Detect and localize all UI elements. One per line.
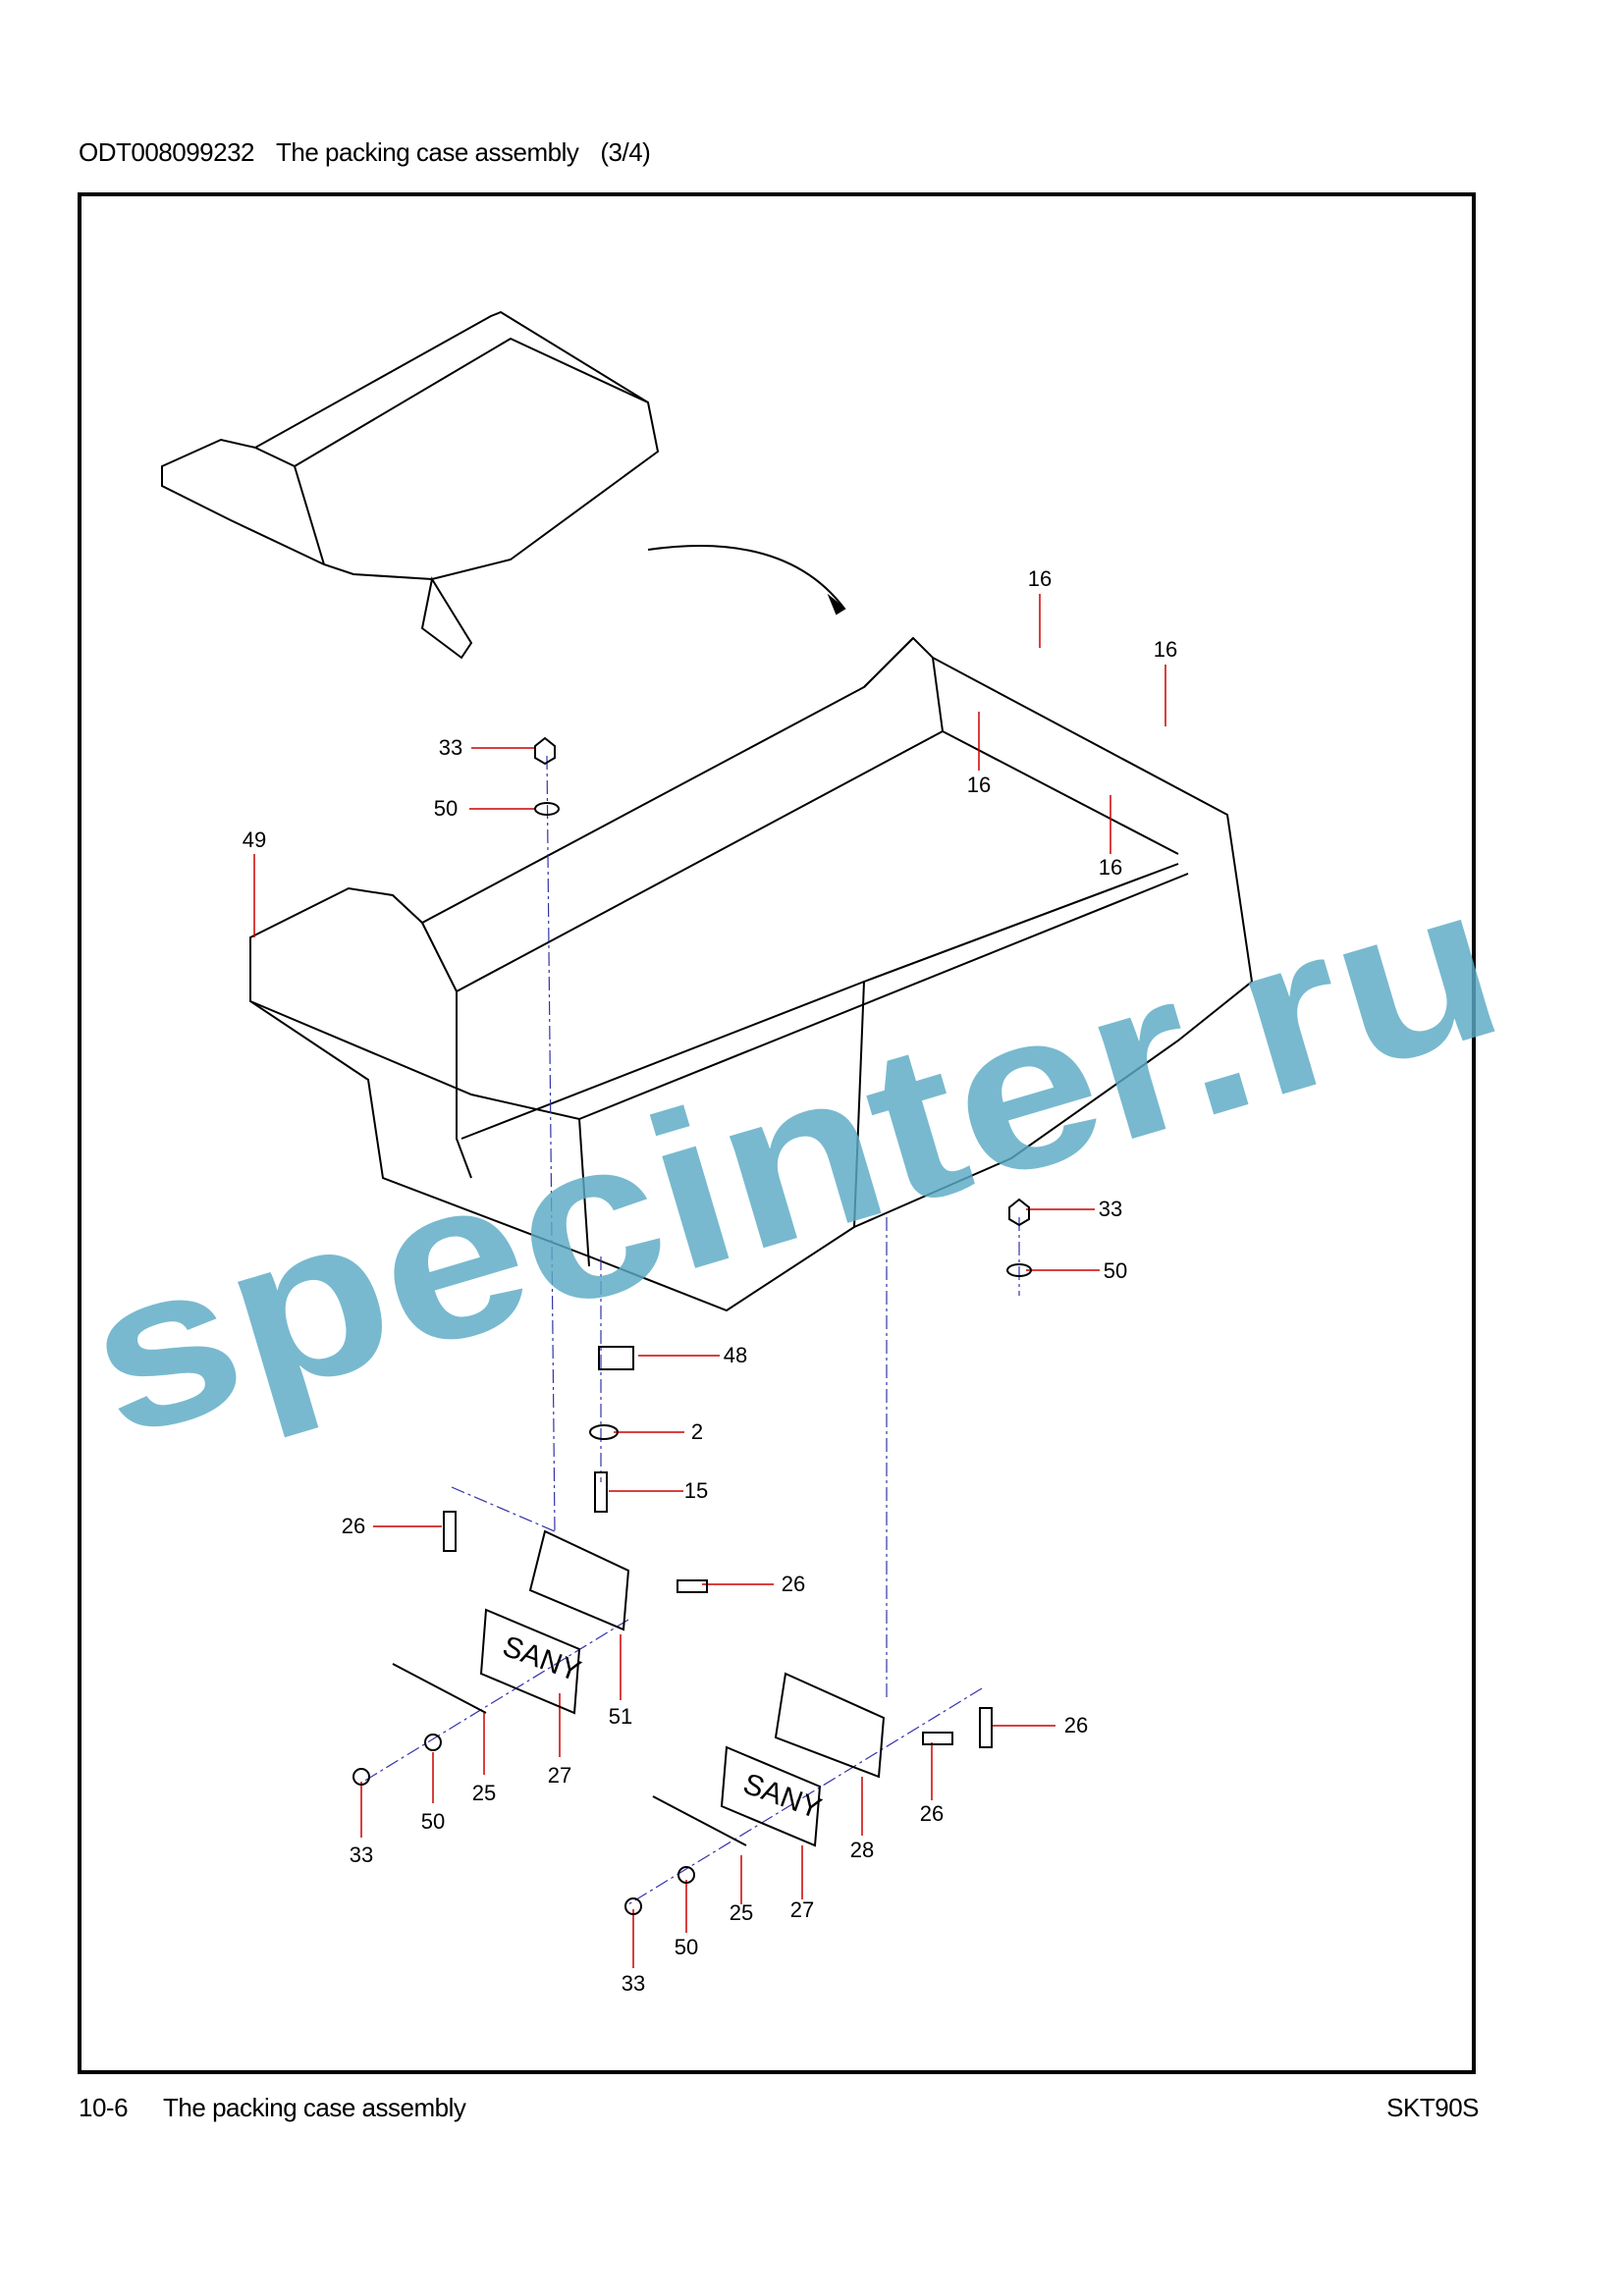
main-dump-body	[249, 636, 1254, 1312]
callout: 16	[966, 773, 992, 797]
callout: 26	[341, 1514, 366, 1538]
callout: 50	[674, 1935, 699, 1959]
callout: 16	[1027, 566, 1053, 591]
callout: 27	[789, 1897, 815, 1922]
arrowhead-icon	[827, 593, 846, 615]
watermark: specinter.ru	[61, 834, 1525, 1484]
hardware-parts	[352, 736, 1032, 1915]
callout: 33	[438, 735, 463, 760]
callout: 33	[349, 1842, 374, 1867]
footer-title: The packing case assembly	[163, 2093, 466, 2122]
assembly-lines	[362, 755, 1020, 1905]
callout: 50	[420, 1809, 446, 1834]
part-code: ODT008099232	[79, 137, 255, 167]
overview-dump-body	[161, 310, 660, 660]
callout: 2	[690, 1419, 704, 1444]
arrow-icon	[647, 545, 845, 610]
page-header: ODT008099232 The packing case assembly (3/…	[79, 137, 672, 168]
decal-text: SANY	[739, 1768, 826, 1826]
callout: 33	[1098, 1197, 1123, 1221]
leader-lines	[253, 594, 1166, 1968]
header-title: The packing case assembly	[276, 137, 579, 167]
model-name: SKT90S	[1386, 2093, 1479, 2122]
callout: 25	[471, 1781, 497, 1805]
callout: 48	[723, 1343, 748, 1367]
callout: 16	[1098, 855, 1123, 880]
footer-left: 10-6 The packing case assembly	[79, 2093, 466, 2123]
callout: 27	[547, 1763, 572, 1788]
callout: 28	[849, 1838, 875, 1862]
callout: 26	[919, 1801, 945, 1826]
callout: 16	[1153, 637, 1178, 662]
callout: 26	[1063, 1713, 1089, 1737]
callout: 15	[683, 1478, 709, 1503]
sheet-number: (3/4)	[600, 137, 651, 167]
callout: 25	[729, 1900, 754, 1925]
callout: 26	[781, 1572, 806, 1596]
callout: 50	[1103, 1258, 1128, 1283]
decal-text: SANY	[499, 1630, 585, 1688]
callout: 50	[433, 796, 459, 821]
page-number: 10-6	[79, 2093, 129, 2122]
drawing-frame	[78, 192, 1476, 2074]
callout: 49	[242, 828, 267, 852]
callout: 51	[608, 1704, 633, 1729]
callout: 33	[621, 1971, 646, 1996]
